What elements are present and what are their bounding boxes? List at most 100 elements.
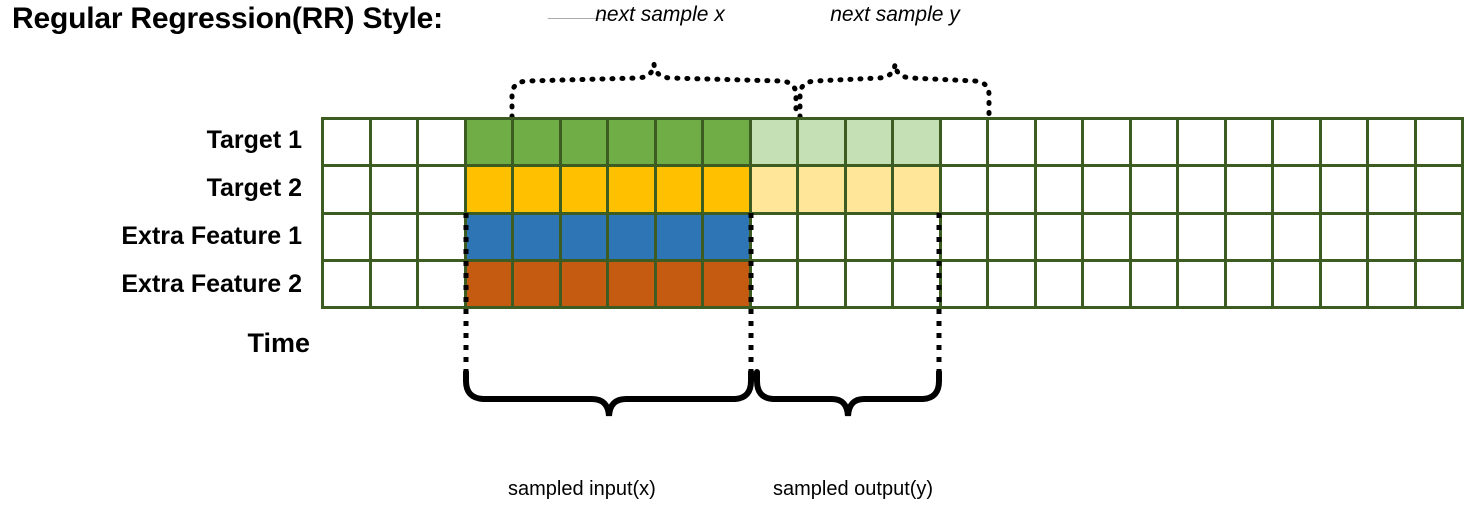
grid-cell-empty: [1416, 261, 1461, 306]
grid-cell-output: [894, 167, 939, 212]
grid-cell-empty: [1179, 167, 1224, 212]
grid-cell-input: [514, 120, 559, 165]
grid-cell-empty: [1036, 120, 1081, 165]
grid-cell-empty: [989, 214, 1034, 259]
grid-cell-empty: [371, 261, 416, 306]
grid-cell-empty: [941, 167, 986, 212]
grid-cell-empty: [371, 120, 416, 165]
annotation-next-sample-y: next sample y: [830, 3, 960, 26]
grid-cell-input: [466, 261, 511, 306]
grid-cell-empty: [1369, 214, 1414, 259]
grid-cell-input: [514, 167, 559, 212]
grid-cell-input: [561, 167, 606, 212]
grid-cell-empty: [1131, 214, 1176, 259]
grid-cell-empty: [1084, 167, 1129, 212]
grid-cell-empty: [1179, 120, 1224, 165]
grid-cell-output: [799, 167, 844, 212]
grid-cell-empty: [1321, 261, 1366, 306]
time-axis-label: Time: [247, 328, 310, 358]
brace-next-sample-x: [509, 63, 799, 120]
grid-cell-input: [704, 167, 749, 212]
grid-cell-empty: [846, 214, 891, 259]
grid-cell-output: [751, 167, 796, 212]
caption-sampled-output: sampled output(y) horizon=4 output_featu…: [773, 423, 975, 516]
grid-cell-empty: [1274, 261, 1319, 306]
grid-cell-input: [609, 120, 654, 165]
grid-cell-input: [656, 167, 701, 212]
row-label-target-2: Target 2: [206, 174, 302, 202]
grid-cell-input: [704, 261, 749, 306]
row-label-column: Target 1 Target 2 Extra Feature 1 Extra …: [0, 117, 310, 309]
caption-output-line-1: sampled output(y): [773, 478, 934, 501]
grid-cell-empty: [1416, 214, 1461, 259]
grid-cell-input: [704, 120, 749, 165]
grid-cell-input: [514, 261, 559, 306]
brace-sampled-output: [754, 369, 942, 417]
grid-cell-empty: [419, 214, 464, 259]
grid-cell-empty: [1226, 261, 1271, 306]
grid-cell-empty: [1369, 261, 1414, 306]
grid-cell-input: [514, 214, 559, 259]
grid-cell-input: [656, 261, 701, 306]
grid-cell-empty: [324, 120, 369, 165]
caption-sampled-input: sampled input(x) lookback=6 input_featur…: [508, 423, 698, 516]
grid-cell-empty: [894, 261, 939, 306]
grid-cell-empty: [1226, 167, 1271, 212]
grid-cell-input: [466, 214, 511, 259]
grid-cell-empty: [751, 261, 796, 306]
annotation-next-sample-x: next sample x: [595, 3, 725, 26]
grid-cell-empty: [799, 214, 844, 259]
row-label-extra-feature-1: Extra Feature 1: [121, 222, 302, 250]
grid-cell-input: [561, 120, 606, 165]
grid-cell-empty: [1369, 167, 1414, 212]
grid-cell-empty: [1084, 261, 1129, 306]
grid-cell-empty: [1369, 120, 1414, 165]
grid-cell-output: [751, 120, 796, 165]
grid-cell-empty: [1321, 120, 1366, 165]
grid-cell-empty: [324, 261, 369, 306]
grid-cell-output: [799, 120, 844, 165]
grid-row: [324, 214, 1461, 259]
grid-cell-output: [894, 120, 939, 165]
timeseries-grid: [321, 117, 1464, 309]
grid-cell-empty: [419, 167, 464, 212]
grid-cell-empty: [989, 120, 1034, 165]
page-title: Regular Regression(RR) Style:: [12, 2, 443, 35]
grid-cell-input: [704, 214, 749, 259]
grid-cell-empty: [419, 261, 464, 306]
grid-cell-empty: [1416, 120, 1461, 165]
grid-cell-empty: [1274, 214, 1319, 259]
grid-row: [324, 167, 1461, 212]
brace-next-sample-y: [797, 63, 992, 120]
grid-row: [324, 261, 1461, 306]
grid-cell-empty: [941, 261, 986, 306]
grid-cell-empty: [371, 167, 416, 212]
grid-cell-empty: [1179, 261, 1224, 306]
grid-cell-empty: [1416, 167, 1461, 212]
grid-cell-empty: [846, 261, 891, 306]
grid-row: [324, 120, 1461, 165]
grid-cell-empty: [751, 214, 796, 259]
grid-cell-empty: [324, 167, 369, 212]
grid-cell-empty: [1131, 261, 1176, 306]
grid-cell-empty: [1226, 214, 1271, 259]
grid-cell-input: [466, 167, 511, 212]
grid-cell-input: [609, 214, 654, 259]
grid-cell-empty: [371, 214, 416, 259]
grid-cell-empty: [1084, 120, 1129, 165]
grid-cell-empty: [799, 261, 844, 306]
grid-cell-empty: [419, 120, 464, 165]
grid-cell-empty: [1226, 120, 1271, 165]
grid-cell-empty: [1036, 167, 1081, 212]
grid-cell-empty: [1036, 214, 1081, 259]
caption-input-line-1: sampled input(x): [508, 478, 656, 501]
grid-cell-empty: [1131, 167, 1176, 212]
grid-cell-input: [656, 120, 701, 165]
brace-sampled-input: [463, 369, 754, 417]
row-label-extra-feature-2: Extra Feature 2: [121, 270, 302, 298]
grid-cell-empty: [989, 261, 1034, 306]
grid-cell-input: [609, 261, 654, 306]
grid-cell-output: [846, 167, 891, 212]
grid-cell-input: [561, 214, 606, 259]
